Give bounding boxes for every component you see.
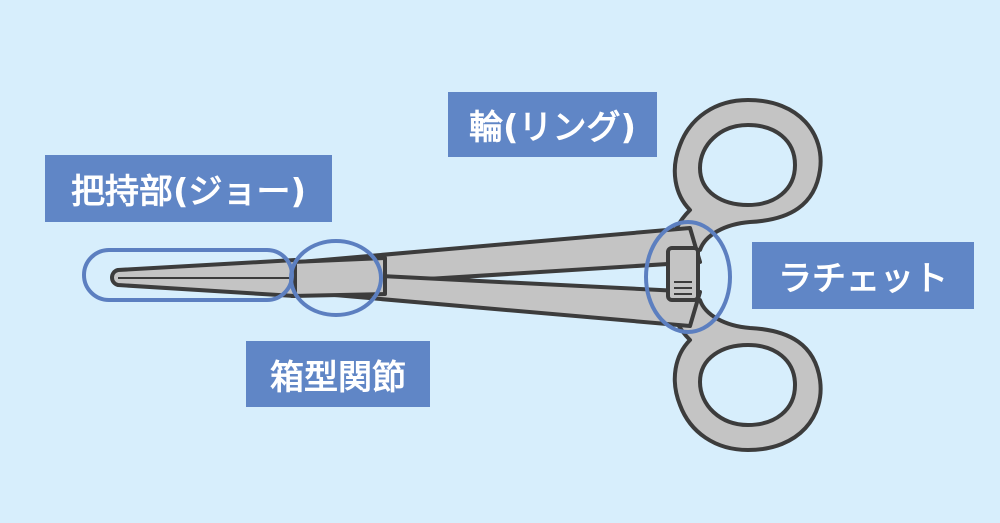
ring-label: 輪(リング) — [448, 92, 657, 157]
box-joint — [290, 256, 387, 298]
upper-ring — [670, 98, 823, 252]
lower-ring — [670, 298, 823, 452]
ratchet-label: ラチェット — [752, 242, 974, 309]
ratchet-highlight — [644, 220, 732, 334]
jaw-label: 把持部(ジョー) — [45, 155, 332, 222]
box-joint-highlight — [289, 239, 383, 317]
box-joint-label: 箱型関節 — [246, 341, 430, 407]
ratchet-block — [666, 246, 700, 302]
